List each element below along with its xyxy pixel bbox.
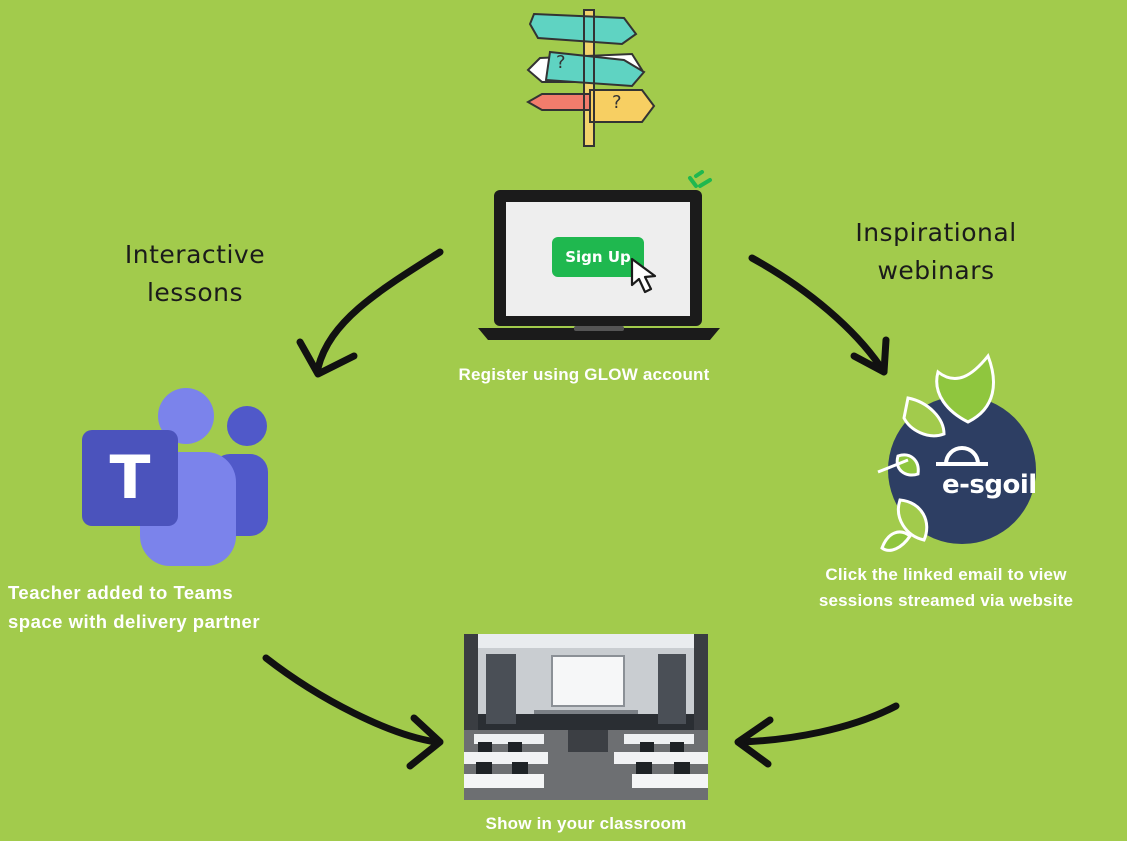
signup-button-label: Sign Up (565, 248, 631, 266)
interactive-label-line1: Interactive (124, 240, 266, 269)
esgoil-caption: Click the linked email to view sessions … (768, 562, 1124, 614)
esgoil-caption-line1: Click the linked email to view (825, 565, 1067, 584)
interactive-lessons-label: Interactive lessons (80, 236, 310, 312)
teams-caption-line1: Teacher added to Teams (8, 582, 234, 603)
mouse-cursor-icon (630, 257, 657, 294)
teams-caption-line2: space with delivery partner (8, 611, 261, 632)
esgoil-logo-text: e-sgoil (942, 470, 1037, 500)
inspirational-webinars-label: Inspirational webinars (818, 214, 1054, 290)
esgoil-caption-line2: sessions streamed via website (818, 591, 1074, 610)
signpost-sign-question-2: ? (612, 92, 622, 113)
inspirational-label-line2: webinars (877, 256, 995, 285)
teams-logo-letter: T (109, 443, 151, 513)
classroom-photo (464, 634, 708, 800)
inspirational-label-line1: Inspirational (855, 218, 1017, 247)
classroom-caption: Show in your classroom (485, 814, 687, 833)
signup-button[interactable]: Sign Up (552, 237, 644, 277)
signpost-icon (525, 9, 656, 147)
microsoft-teams-logo-icon (82, 388, 268, 566)
teams-caption: Teacher added to Teams space with delive… (8, 578, 388, 636)
register-caption: Register using GLOW account (458, 365, 710, 384)
interactive-label-line2: lessons (146, 278, 244, 307)
signpost-sign-question-1: ? (556, 52, 566, 73)
esgoil-logo-icon (877, 353, 1036, 552)
